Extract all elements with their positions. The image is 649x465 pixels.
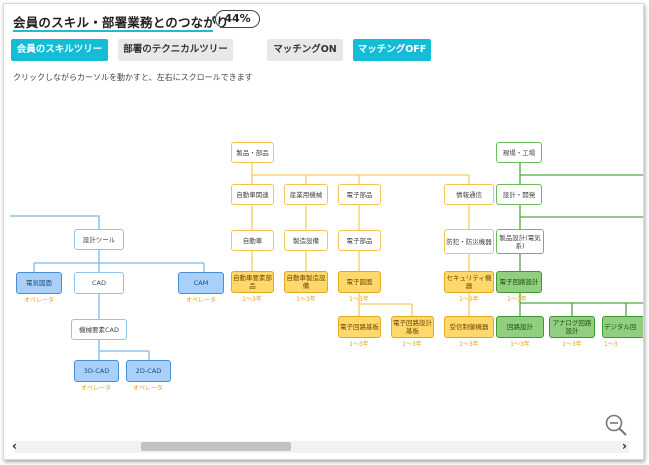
node-site[interactable]: 現場・工場 xyxy=(496,142,542,163)
node-auto-equipment-design[interactable]: 自動車製造設備 xyxy=(284,271,328,293)
progress-badge: 44% xyxy=(215,10,260,28)
label-years: 1～3年 xyxy=(349,341,369,348)
title-underline xyxy=(13,30,213,32)
node-analog-circuit-design[interactable]: アナログ回路設計 xyxy=(549,316,595,338)
label-years: 1～3年 xyxy=(459,296,479,303)
scroll-right-arrow[interactable]: › xyxy=(622,439,627,453)
node-crime-disaster[interactable]: 防犯・防災機器 xyxy=(444,229,494,254)
node-electronic-parts-2[interactable]: 電子部品 xyxy=(338,230,381,251)
node-automobile[interactable]: 自動車 xyxy=(231,230,274,251)
scrollbar-thumb[interactable] xyxy=(141,442,291,451)
node-auto-parts-design[interactable]: 自動車要素部品 xyxy=(231,271,274,293)
node-auto-related[interactable]: 自動車関連 xyxy=(231,184,274,205)
label-years: 1～3年 xyxy=(507,296,527,303)
node-control-device[interactable]: 受信制御機器 xyxy=(444,316,494,338)
node-digital-circuit[interactable]: デジタル回 xyxy=(602,316,643,338)
label-operator: オペレータ xyxy=(185,297,216,304)
label-years: 1～3 xyxy=(604,341,618,348)
node-security-device[interactable]: セキュリティ機器 xyxy=(444,271,494,293)
matching-off-button[interactable]: マッチングOFF xyxy=(353,39,431,61)
label-years: 1～3年 xyxy=(459,341,479,348)
label-years: 1～3年 xyxy=(510,341,530,348)
page-title: 会員のスキル・部署業務とのつながり xyxy=(13,15,229,30)
zoom-out-icon[interactable] xyxy=(604,413,628,437)
node-info-comm[interactable]: 情報通信 xyxy=(444,184,494,205)
node-electronic-board[interactable]: 電子回路基板 xyxy=(338,316,381,338)
scroll-hint: クリックしながらカーソルを動かすと、左右にスクロールできます xyxy=(13,73,253,82)
node-cam[interactable]: CAM xyxy=(178,272,224,294)
label-years: 1～3年 xyxy=(296,296,316,303)
label-operator: オペレータ xyxy=(132,385,163,392)
node-electronic-drawing[interactable]: 電子図面 xyxy=(338,271,381,293)
dept-technical-tree-button[interactable]: 部署のテクニカルツリー xyxy=(118,39,233,61)
node-products[interactable]: 製品・部品 xyxy=(231,142,274,163)
node-2d-cad[interactable]: 2D-CAD xyxy=(126,360,171,382)
node-electronic-parts[interactable]: 電子部品 xyxy=(338,184,381,205)
horizontal-scrollbar[interactable] xyxy=(14,441,629,453)
node-circuit-design[interactable]: 回路設計 xyxy=(496,316,544,338)
node-cad[interactable]: CAD xyxy=(74,272,124,294)
label-operator: オペレータ xyxy=(23,297,54,304)
label-operator: オペレータ xyxy=(80,385,111,392)
label-years: 1～3年 xyxy=(562,341,582,348)
node-mech-cad[interactable]: 機械要素CAD xyxy=(71,319,127,340)
node-electronic-board-design[interactable]: 電子回路設計基板 xyxy=(391,316,434,338)
label-years: 1～3年 xyxy=(349,296,369,303)
node-design-dev[interactable]: 設計・開発 xyxy=(496,184,542,205)
node-design-tool[interactable]: 設計ツール xyxy=(74,229,124,250)
node-manufacturing-equipment[interactable]: 製造設備 xyxy=(284,230,328,251)
scroll-left-arrow[interactable]: ‹ xyxy=(12,439,17,453)
tree-connectors xyxy=(10,163,643,360)
skill-tree-panel: 会員のスキル・部署業務とのつながり 44% 会員のスキルツリー 部署のテクニカル… xyxy=(3,3,644,460)
node-electronic-circuit-design[interactable]: 電子回路設計 xyxy=(496,271,542,293)
label-years: 1～3年 xyxy=(402,341,422,348)
node-product-design-elec[interactable]: 製品設計(電気系) xyxy=(496,229,544,254)
node-3d-cad[interactable]: 3D-CAD xyxy=(74,360,119,382)
member-skill-tree-button[interactable]: 会員のスキルツリー xyxy=(11,39,108,61)
node-electric-cad[interactable]: 電気図面 xyxy=(16,272,62,294)
label-years: 1～3年 xyxy=(242,296,262,303)
node-industrial-machine[interactable]: 産業用機械 xyxy=(284,184,328,205)
matching-on-button[interactable]: マッチングON xyxy=(267,39,343,61)
